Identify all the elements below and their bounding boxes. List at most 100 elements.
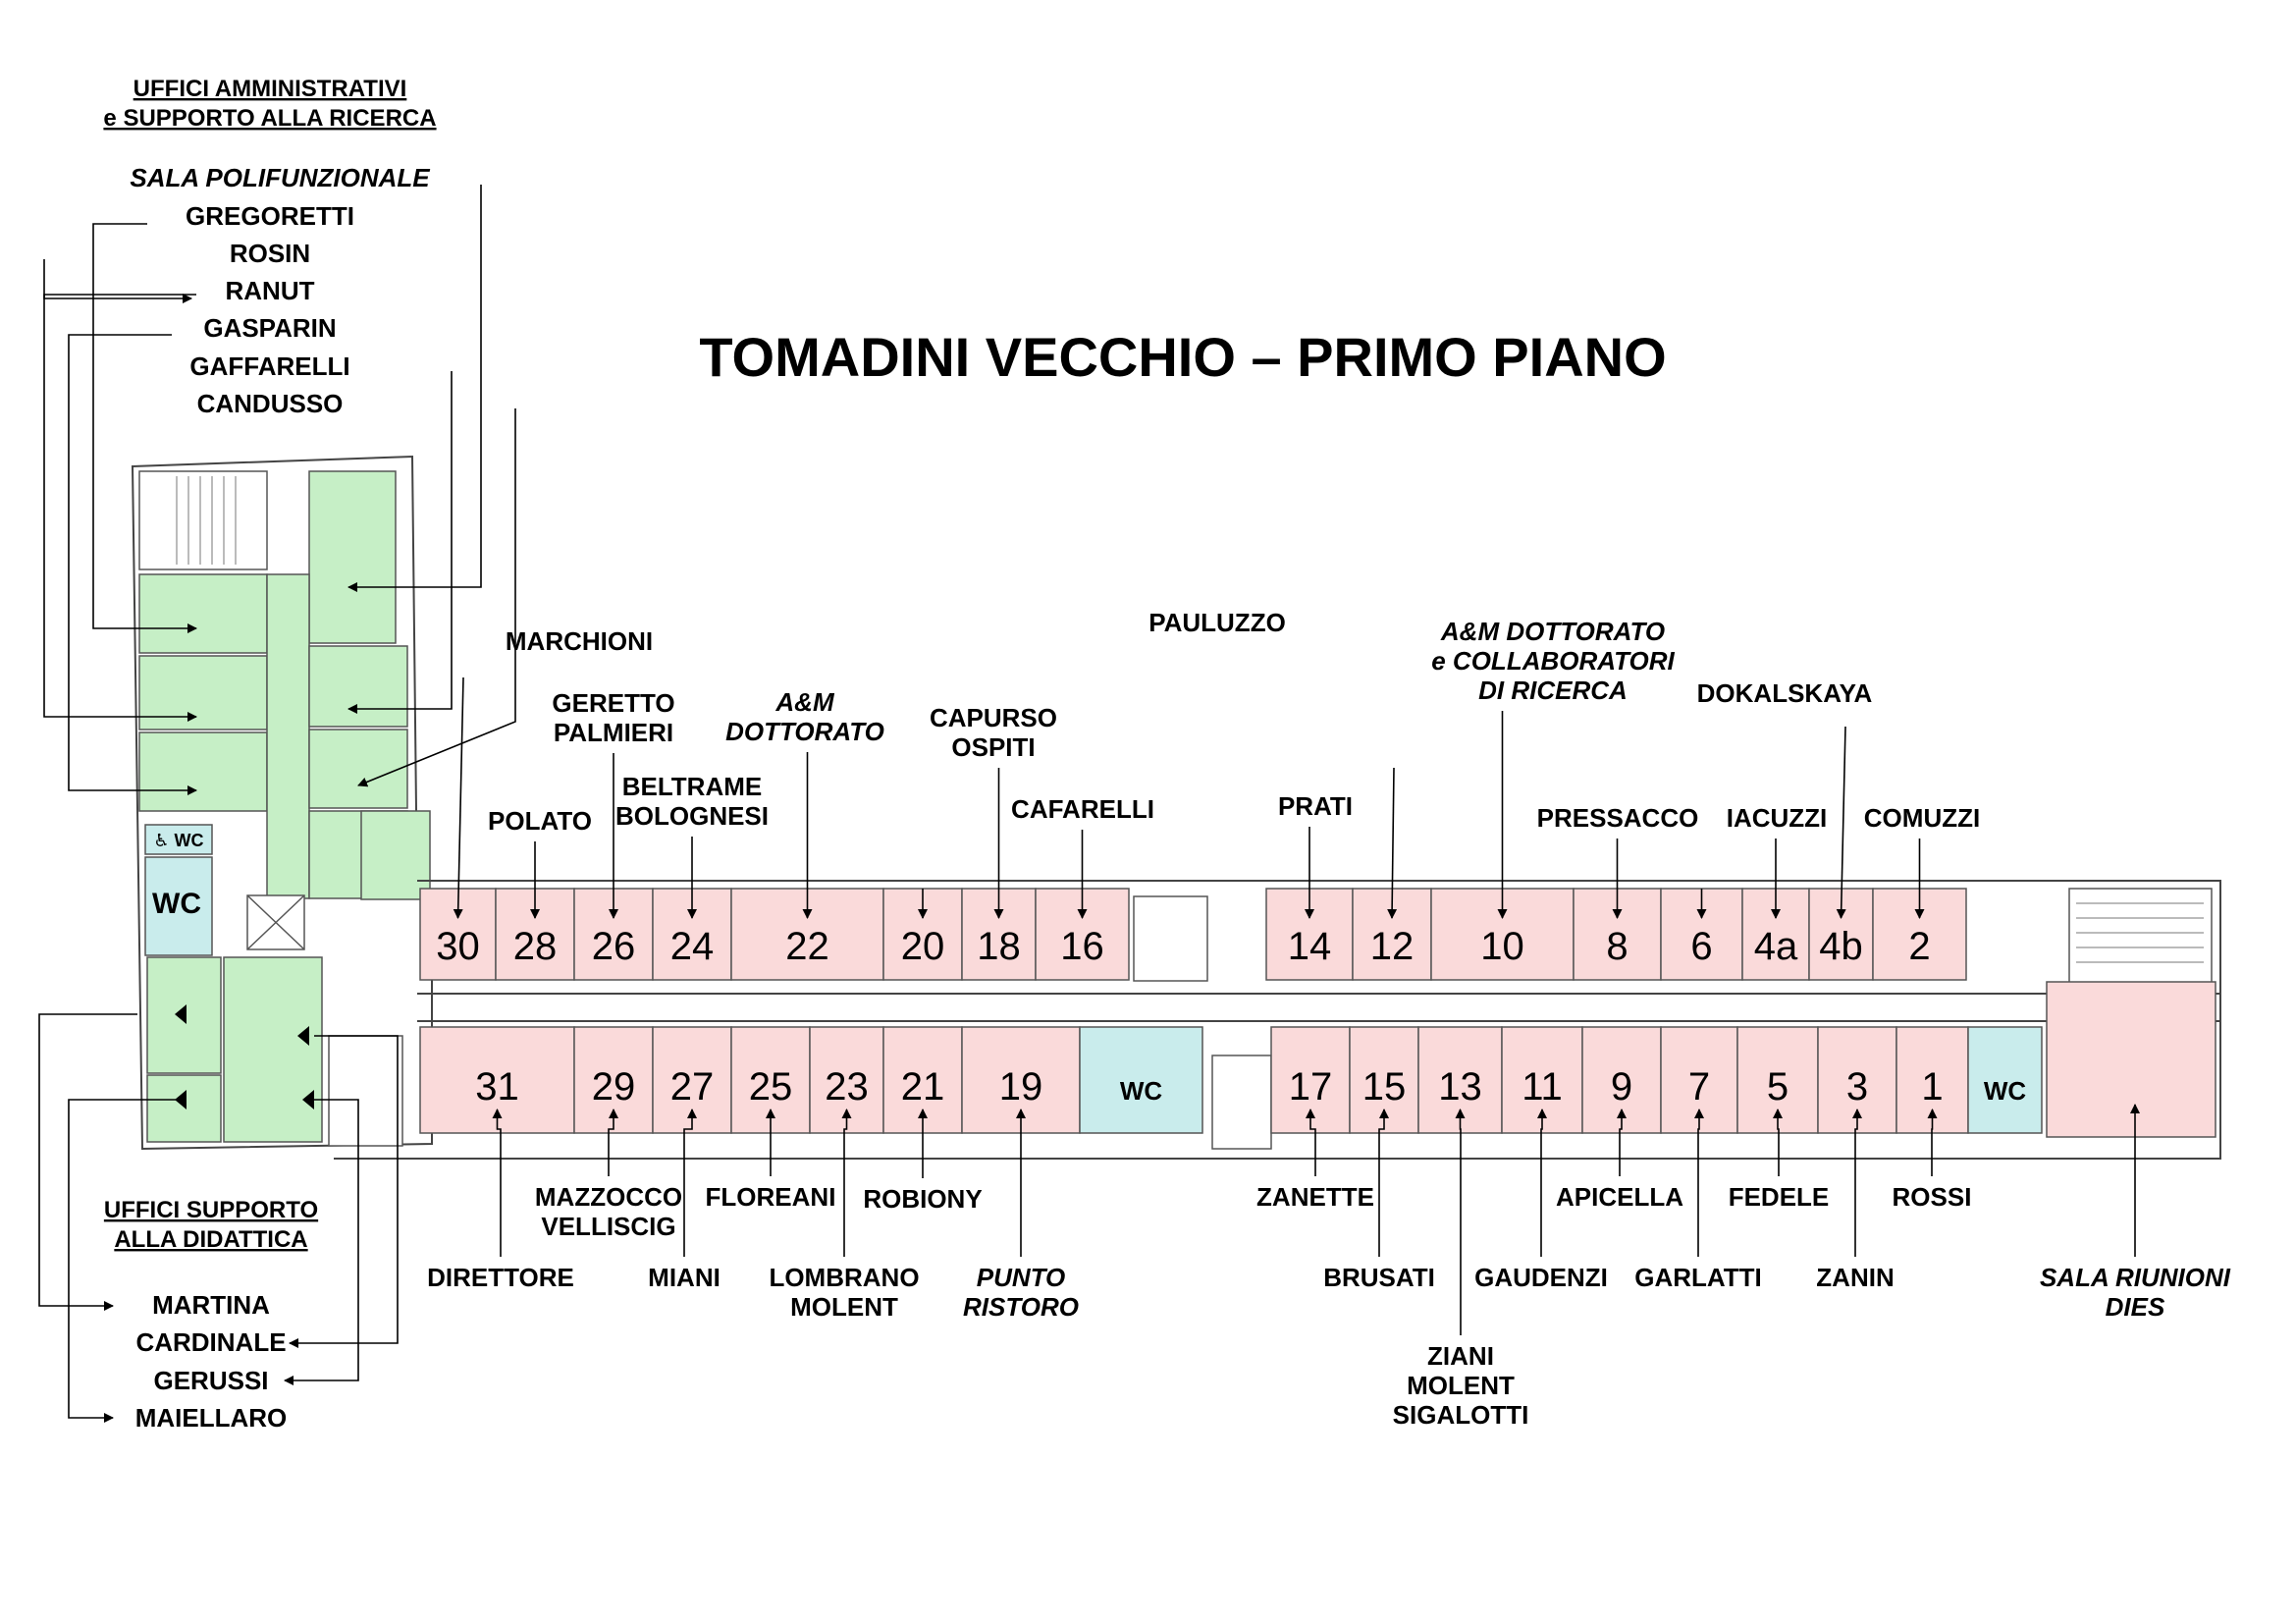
room-number: 22 — [785, 925, 829, 968]
room-occupant-label: e COLLABORATORI — [1431, 646, 1675, 676]
left-wc — [144, 856, 213, 956]
room-leader-line — [1537, 1109, 1547, 1257]
office-room-12: 12 PAULUZZO — [1148, 608, 1432, 981]
room-occupant-label: VELLISCIG — [541, 1212, 675, 1241]
room-leader-line — [1617, 1109, 1627, 1176]
center-lobby — [1133, 895, 1208, 982]
room-number: 3 — [1846, 1065, 1868, 1109]
room-number: 28 — [513, 925, 558, 968]
room-number: 1 — [1921, 1065, 1943, 1109]
room-occupant-label: LOMBRANO — [769, 1263, 919, 1292]
room-occupant-label: DOTTORATO — [725, 717, 884, 746]
left-stairs — [138, 470, 268, 570]
left-wc-small — [144, 824, 213, 855]
admin-room-3 — [138, 731, 268, 812]
room-occupant-label: A&M DOTTORATO — [1440, 617, 1665, 646]
wc-room: WC — [1967, 1026, 2043, 1134]
wc-room-fill — [1079, 1026, 1203, 1134]
room-leader-line — [608, 1109, 618, 1176]
room-occupant-label: MIANI — [648, 1263, 721, 1292]
admin-section-heading-line1: UFFICI AMMINISTRATIVI — [133, 76, 407, 102]
room-leader-line — [1927, 1109, 1938, 1176]
left-lower-stairs — [328, 1035, 403, 1147]
room-leader-line — [1455, 1109, 1466, 1335]
left-wc-small-label: ♿ WC — [153, 831, 203, 850]
room-number: 19 — [999, 1065, 1043, 1109]
left-wing-labels: SALA POLIFUNZIONALEGREGORETTIROSINRANUTG… — [38, 163, 516, 1433]
center-stairs — [1211, 1055, 1272, 1150]
room-occupant-label: COMUZZI — [1864, 803, 1980, 833]
room-occupant-label: MOLENT — [1407, 1371, 1515, 1400]
admin-lower-room-3 — [223, 956, 323, 1143]
room-occupant-label: DI RICERCA — [1478, 676, 1628, 705]
room-leader-line — [1306, 1109, 1316, 1176]
admin-leader-line — [347, 371, 453, 714]
admin-area-rooms — [138, 470, 431, 1143]
room-number: 20 — [901, 925, 945, 968]
room-occupant-label: BOLOGNESI — [615, 801, 769, 831]
admin-room-4 — [308, 645, 408, 728]
admin-leader-line — [43, 259, 197, 722]
room-occupant-label: IACUZZI — [1727, 803, 1828, 833]
room-occupant-label: PAULUZZO — [1148, 608, 1286, 637]
room-number: 4b — [1819, 925, 1863, 968]
admin-leader-line — [92, 223, 197, 633]
room-occupant-label: CAPURSO — [930, 703, 1057, 732]
admin-corridor — [266, 573, 310, 899]
admin-staff-label: GREGORETTI — [186, 201, 354, 231]
room-occupant-label: SIGALOTTI — [1393, 1400, 1529, 1430]
room-leader-line — [1694, 1109, 1704, 1257]
room-occupant-label: ROBIONY — [863, 1184, 982, 1214]
room-occupant-label: ZIANI — [1427, 1341, 1494, 1371]
room-number: 12 — [1370, 925, 1415, 968]
admin-room-5 — [308, 729, 408, 809]
left-wc-label: WC — [152, 888, 201, 920]
room-number: 14 — [1288, 925, 1332, 968]
room-occupant-label: RISTORO — [963, 1292, 1079, 1322]
room-occupant-label: MARCHIONI — [506, 626, 653, 656]
room-number: 18 — [977, 925, 1021, 968]
room-number: 13 — [1438, 1065, 1482, 1109]
room-number: 17 — [1289, 1065, 1333, 1109]
room-leader-line — [1387, 767, 1398, 919]
room-occupant-label: ROSSI — [1893, 1182, 1972, 1212]
room-leader-line — [1836, 726, 1846, 919]
plan-title: TOMADINI VECCHIO – PRIMO PIANO — [699, 326, 1666, 388]
room-occupant-label: ZANETTE — [1256, 1182, 1374, 1212]
admin-leader-line — [43, 294, 196, 303]
room-occupant-label: A&M — [774, 687, 835, 717]
meeting-room-fill — [2046, 981, 2216, 1138]
left-stairs-treads — [176, 476, 237, 565]
admin-room-2 — [138, 655, 268, 730]
room-occupant-label: BRUSATI — [1323, 1263, 1435, 1292]
meeting-room-label: DIES — [2106, 1292, 2165, 1322]
didattica-staff-label: MARTINA — [152, 1290, 270, 1320]
admin-section-heading-line2: e SUPPORTO ALLA RICERCA — [103, 105, 436, 132]
room-number: 24 — [670, 925, 715, 968]
room-leader-line — [1773, 1109, 1783, 1176]
room-occupant-label: GERETTO — [552, 688, 674, 718]
admin-staff-label: SALA POLIFUNZIONALE — [130, 163, 430, 192]
room-number: 6 — [1690, 925, 1712, 968]
right-stairs — [2068, 888, 2213, 988]
didattica-section-heading-line2: ALLA DIDATTICA — [114, 1226, 307, 1253]
office-room-20: 20 — [882, 888, 963, 981]
didattica-staff-label: MAIELLARO — [135, 1403, 288, 1433]
didattica-staff-label: CARDINALE — [135, 1327, 286, 1357]
didattica-leader-line — [289, 1035, 399, 1348]
room-number: 16 — [1060, 925, 1104, 968]
admin-room-upper-right — [308, 470, 397, 644]
main-wing-outline — [334, 880, 2221, 1160]
